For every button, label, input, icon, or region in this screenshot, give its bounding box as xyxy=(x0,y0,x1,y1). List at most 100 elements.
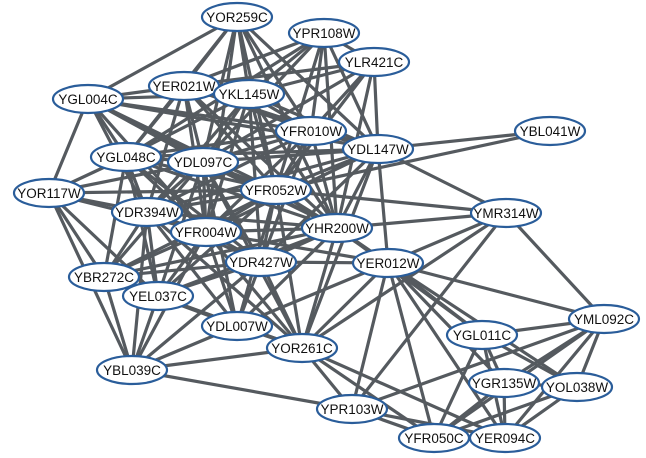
node-yol038w: YOL038W xyxy=(540,371,614,403)
node-label: YDR394W xyxy=(115,205,179,220)
node-label: YLR421C xyxy=(345,55,404,70)
node-label: YOL038W xyxy=(546,380,609,395)
node-ypr108w: YPR108W xyxy=(287,17,361,49)
node-ygr135w: YGR135W xyxy=(467,367,541,399)
edge-ydl147w-yer012w xyxy=(376,147,390,265)
node-ylr421c: YLR421C xyxy=(337,46,411,78)
node-label: YFR004W xyxy=(175,225,238,240)
node-yfr050c: YFR050C xyxy=(397,422,471,454)
edge-yer021w-yfr052w xyxy=(182,84,278,192)
edge-ypr108w-yfr010w xyxy=(309,31,326,133)
node-ellipse xyxy=(200,1,274,33)
node-ellipse xyxy=(337,46,411,78)
edge-yfr004w-ydl007w xyxy=(204,230,239,328)
node-ykl145w: YKL145W xyxy=(212,78,286,110)
edge-ygl004c-yfr010w xyxy=(86,97,313,133)
edge-ymr314w-ypr103w xyxy=(350,211,508,411)
node-ellipse xyxy=(265,332,339,364)
node-ellipse xyxy=(274,115,348,147)
node-yfr052w: YFR052W xyxy=(239,174,313,206)
node-label: YKL145W xyxy=(219,87,280,102)
edge-ygl004c-yor117w xyxy=(47,97,90,195)
node-yor117w: YOR117W xyxy=(12,177,86,209)
node-ydl007w: YDL007W xyxy=(200,310,274,342)
node-ellipse xyxy=(341,133,415,165)
node-ellipse xyxy=(121,280,195,312)
node-label: YGL004C xyxy=(58,92,118,107)
node-ellipse xyxy=(89,141,163,173)
node-ellipse xyxy=(467,367,541,399)
node-ybl039c: YBL039C xyxy=(95,354,169,386)
node-label: YEL037C xyxy=(129,289,187,304)
node-layer: YOR259C YPR108W YLR421C YGL004C YER021W YKL14… xyxy=(12,1,641,454)
node-ellipse xyxy=(169,216,243,248)
node-ellipse xyxy=(300,212,374,244)
edge-ybl041w-yfr052w xyxy=(274,129,552,192)
node-ygl004c: YGL004C xyxy=(51,83,125,115)
node-ellipse xyxy=(95,354,169,386)
node-label: YFR050C xyxy=(404,431,464,446)
edge-ymr314w-yml092c xyxy=(504,211,606,321)
node-yor259c: YOR259C xyxy=(200,1,274,33)
edge-ydr427w-ybl039c xyxy=(130,260,263,372)
node-ellipse xyxy=(224,246,298,278)
node-ypr103w: YPR103W xyxy=(315,393,389,425)
node-ellipse xyxy=(212,78,286,110)
node-yer021w: YER021W xyxy=(147,70,221,102)
node-label: YFR052W xyxy=(245,183,308,198)
node-ellipse xyxy=(51,83,125,115)
edge-ybr272c-ybl039c xyxy=(102,275,134,372)
node-label: YER021W xyxy=(152,79,215,94)
node-ybr272c: YBR272C xyxy=(67,261,141,293)
node-label: YOR259C xyxy=(206,10,268,25)
edge-yfr052w-ymr314w xyxy=(274,188,508,215)
node-ellipse xyxy=(12,177,86,209)
edge-yor259c-ygl004c xyxy=(86,15,239,101)
node-label: YPR108W xyxy=(292,26,355,41)
node-ellipse xyxy=(513,115,587,147)
node-yer094c: YER094C xyxy=(468,422,542,454)
node-ellipse xyxy=(351,247,425,279)
node-label: YDR427W xyxy=(229,255,293,270)
node-label: YMR314W xyxy=(473,206,539,221)
node-label: YBL039C xyxy=(103,363,161,378)
node-label: YDL097C xyxy=(174,155,233,170)
edge-yor261c-yer094c xyxy=(300,346,507,440)
node-label: YOR117W xyxy=(17,186,81,201)
node-label: YML092C xyxy=(574,312,634,327)
node-label: YGL011C xyxy=(453,328,512,343)
node-label: YDL007W xyxy=(206,319,268,334)
node-yel037c: YEL037C xyxy=(121,280,195,312)
node-label: YDL147W xyxy=(347,142,409,157)
node-label: YHR200W xyxy=(305,221,369,236)
node-ymr314w: YMR314W xyxy=(469,197,543,229)
edge-yml092c-ypr103w xyxy=(350,317,606,411)
node-ygl048c: YGL048C xyxy=(89,141,163,173)
node-ellipse xyxy=(468,422,542,454)
node-ydr394w: YDR394W xyxy=(110,196,184,228)
node-ellipse xyxy=(239,174,313,206)
edge-ygl011c-yfr050c xyxy=(432,333,484,440)
node-yfr010w: YFR010W xyxy=(274,115,348,147)
node-yer012w: YER012W xyxy=(351,247,425,279)
node-yhr200w: YHR200W xyxy=(300,212,374,244)
node-ellipse xyxy=(200,310,274,342)
node-ellipse xyxy=(67,261,141,293)
edge-ykl145w-yfr052w xyxy=(247,92,278,192)
node-ellipse xyxy=(315,393,389,425)
node-ygl011c: YGL011C xyxy=(445,319,519,351)
edge-ypr108w-yfr052w xyxy=(274,31,326,192)
node-ydl147w: YDL147W xyxy=(341,133,415,165)
node-yfr004w: YFR004W xyxy=(169,216,243,248)
node-yor261c: YOR261C xyxy=(265,332,339,364)
node-ellipse xyxy=(567,303,641,335)
node-ellipse xyxy=(445,319,519,351)
node-label: YGR135W xyxy=(472,376,537,391)
node-ellipse xyxy=(540,371,614,403)
edge-yhr200w-ybr272c xyxy=(102,226,339,279)
edge-ydl147w-yor261c xyxy=(300,147,380,350)
edge-yer012w-yor261c xyxy=(300,261,390,350)
node-label: YPR103W xyxy=(320,402,383,417)
